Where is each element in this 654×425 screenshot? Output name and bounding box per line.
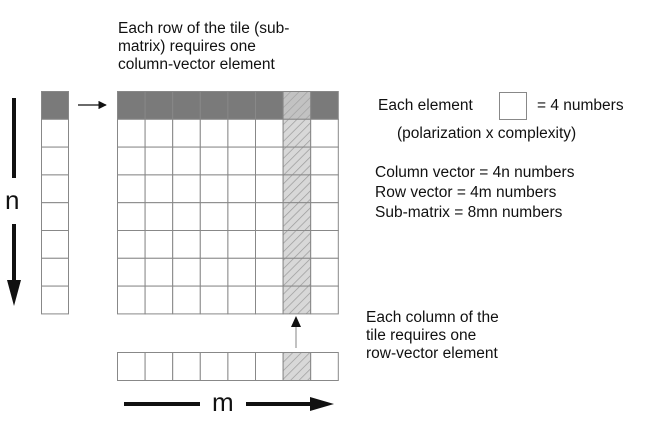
tile-cell: [310, 285, 339, 315]
row-vector-cell: [227, 352, 256, 381]
column-vector-cell-highlighted: [41, 91, 69, 120]
tile-cell: [255, 202, 284, 231]
tile-cell: [199, 285, 229, 315]
n-axis-label: n: [5, 185, 20, 215]
tile-cell: [227, 118, 256, 148]
tile-cell: [255, 230, 284, 259]
tile-cell-highlighted-row: [172, 91, 201, 120]
row-vector-cell: [172, 352, 201, 381]
tile-cell: [255, 285, 284, 315]
row-vector-cell: [310, 352, 339, 381]
column-vector: [41, 91, 69, 315]
row-vector-cell: [255, 352, 284, 381]
tile-cell: [172, 202, 201, 231]
tile-cell: [199, 257, 229, 287]
m-axis-label: m: [212, 387, 234, 417]
tile-cell-hatched-column: [282, 257, 312, 287]
tile-cell: [199, 146, 229, 176]
tile-cell: [227, 257, 256, 287]
n-axis-arrow: [7, 98, 21, 306]
tile-cell: [172, 285, 201, 315]
tile-cell-highlighted-row: [227, 91, 256, 120]
tile-cell: [172, 257, 201, 287]
tile-cell: [227, 285, 256, 315]
tile-cell: [310, 174, 339, 204]
column-requirement-note: Each column of the tile requires one row…: [366, 309, 499, 362]
tile-cell: [117, 118, 146, 148]
tile-cell: [117, 146, 146, 176]
tile-cell-hatched-column: [282, 146, 312, 176]
element-size-prefix: Each element: [378, 97, 473, 114]
tile-cell-hatched-column: [282, 202, 312, 231]
tile-cell: [199, 202, 229, 231]
row-requirement-note: Each row of the tile (sub- matrix) requi…: [118, 20, 290, 73]
tile-cell-highlighted-row: [117, 91, 146, 120]
column-vector-cell: [41, 174, 69, 204]
tile-cell: [117, 230, 146, 259]
tile-cell-hatched-column: [282, 230, 312, 259]
column-link-arrowhead: [291, 316, 301, 327]
tile-cell-highlighted-row: [199, 91, 229, 120]
tile-cell: [144, 285, 174, 315]
tile-cell-highlighted-row: [144, 91, 174, 120]
tile-cell: [310, 257, 339, 287]
tile-cell: [172, 118, 201, 148]
tile-cell: [172, 146, 201, 176]
tile-cell: [144, 257, 174, 287]
tile-cell: [117, 202, 146, 231]
tile-cell: [117, 257, 146, 287]
tile-cell: [199, 118, 229, 148]
column-vector-cell: [41, 118, 69, 148]
row-vector-cell-hatched: [282, 352, 312, 381]
tile-cell-hatched-column: [282, 174, 312, 204]
element-size-suffix: = 4 numbers: [537, 97, 624, 114]
tile-cell: [117, 285, 146, 315]
tile-cell: [310, 202, 339, 231]
tile-cell: [172, 174, 201, 204]
tile-cell: [255, 146, 284, 176]
tile-cell: [172, 230, 201, 259]
column-vector-cell: [41, 202, 69, 231]
row-vector-cell: [199, 352, 229, 381]
column-vector-cell: [41, 230, 69, 259]
column-vector-size: Column vector = 4n numbers: [375, 164, 575, 181]
tile-cell-highlighted-row: [255, 91, 284, 120]
tile-cell: [227, 202, 256, 231]
tile-cell: [117, 174, 146, 204]
column-vector-cell: [41, 257, 69, 287]
tile-cell: [310, 230, 339, 259]
tile-cell: [144, 230, 174, 259]
tile-cell-highlighted-row: [310, 91, 339, 120]
column-vector-cell: [41, 285, 69, 315]
tile-cell: [310, 146, 339, 176]
tile-cell: [199, 230, 229, 259]
tile-cell-overlap-hatch: [282, 91, 312, 120]
sub-matrix-tile: [117, 91, 339, 315]
row-vector-size: Row vector = 4m numbers: [375, 184, 557, 201]
element-sample-box: [499, 92, 527, 120]
column-vector-cell: [41, 146, 69, 176]
row-vector: [117, 352, 339, 381]
row-vector-cell: [117, 352, 146, 381]
tile-cell: [144, 118, 174, 148]
tile-cell-hatched-column: [282, 118, 312, 148]
element-size-note: (polarization x complexity): [397, 125, 577, 142]
tile-cell: [144, 146, 174, 176]
sub-matrix-size: Sub-matrix = 8mn numbers: [375, 204, 563, 221]
tile-cell: [227, 146, 256, 176]
tile-cell: [199, 174, 229, 204]
tile-cell: [255, 174, 284, 204]
row-vector-cell: [144, 352, 174, 381]
m-axis-arrow: [124, 397, 334, 411]
tile-cell: [227, 230, 256, 259]
tile-cell: [310, 118, 339, 148]
tile-cell: [227, 174, 256, 204]
tile-cell: [144, 202, 174, 231]
tile-cell: [255, 118, 284, 148]
tile-cell: [255, 257, 284, 287]
tile-cell: [144, 174, 174, 204]
tile-cell-hatched-column: [282, 285, 312, 315]
